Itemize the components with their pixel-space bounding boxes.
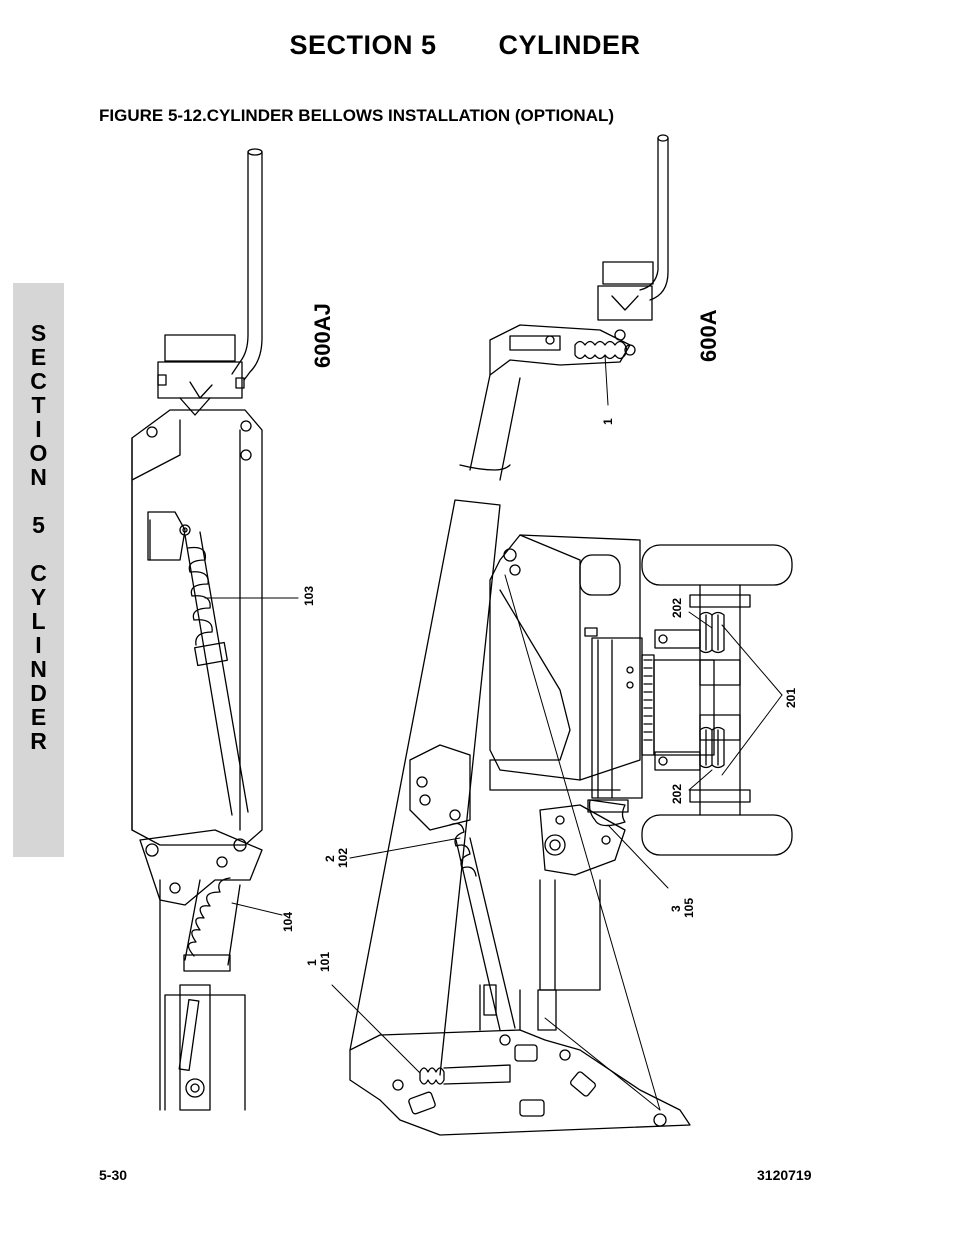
axle-assembly (641, 544, 793, 856)
callout-1-600a: 1 (601, 418, 615, 425)
side-tab-letters: S E C T I O N 5 C Y L I N D E R (13, 321, 64, 753)
side-tab-letter: S (30, 320, 47, 346)
model-label-600a: 600A (696, 309, 721, 362)
side-tab-letter: 5 (32, 512, 45, 538)
side-tab-letter: Y (30, 584, 47, 610)
side-tab-letter: C (30, 560, 47, 586)
callout-202-lower: 202 (670, 784, 684, 804)
callout-2: 2 (323, 855, 337, 862)
side-tab-letter: L (31, 608, 46, 634)
callout-105: 105 (682, 898, 696, 918)
callout-leader-lines (204, 354, 783, 1111)
callout-201: 201 (784, 688, 798, 708)
side-tab-letter: R (30, 728, 47, 754)
document-number: 3120719 (757, 1167, 812, 1183)
callout-101: 101 (318, 952, 332, 972)
side-tab-letter: I (35, 416, 42, 442)
callout-104: 104 (281, 912, 295, 932)
side-tab-letter: E (30, 704, 47, 730)
section-number: SECTION 5 (289, 30, 437, 60)
callout-1: 1 (305, 959, 319, 966)
callout-103: 103 (302, 586, 316, 606)
side-tab-letter: N (30, 656, 47, 682)
callout-3: 3 (669, 905, 683, 912)
figure-title: FIGURE 5-12.CYLINDER BELLOWS INSTALLATIO… (99, 106, 615, 125)
section-side-tab: S E C T I O N 5 C Y L I N D E R (13, 283, 64, 857)
side-tab-letter: E (30, 344, 47, 370)
callout-102: 102 (336, 848, 350, 868)
side-tab-letter: T (31, 392, 46, 418)
side-tab-letter: I (35, 632, 42, 658)
jib-assembly-600aj (131, 148, 263, 1111)
callout-202-upper: 202 (670, 598, 684, 618)
side-tab-letter: D (30, 680, 47, 706)
main-boom-assembly (349, 499, 715, 1136)
model-label-600aj: 600AJ (310, 303, 335, 368)
jib-assembly-600a (459, 134, 669, 481)
side-tab-letter: C (30, 368, 47, 394)
section-header: SECTION 5 CYLINDER (0, 30, 930, 61)
section-title: CYLINDER (498, 30, 641, 60)
side-tab-letter: O (29, 440, 48, 466)
side-tab-letter: N (30, 464, 47, 490)
page-number: 5-30 (99, 1167, 128, 1183)
